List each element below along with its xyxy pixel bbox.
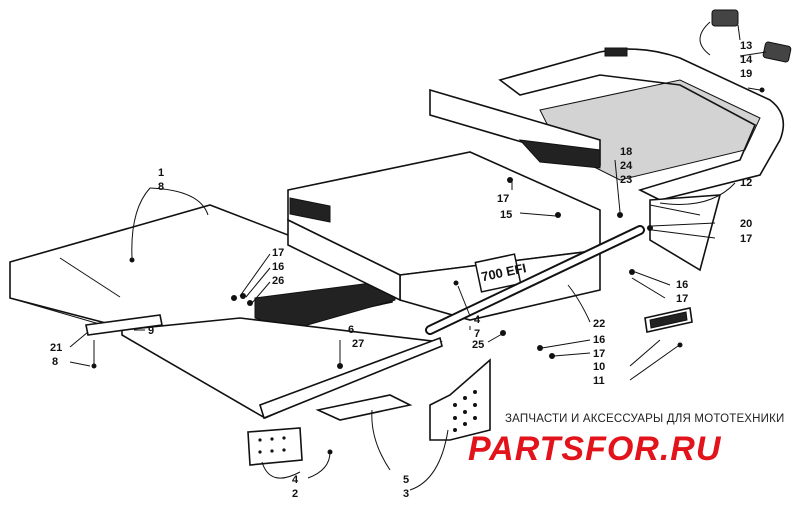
leader-lines (69, 21, 767, 491)
watermark-logo: PARTSFOR.RU (468, 430, 722, 468)
callout-12: 12 (740, 177, 752, 189)
callout-17-upper: 17 (497, 193, 509, 205)
callout-16: 16 (272, 261, 284, 273)
callout-17-right: 17 (740, 233, 752, 245)
callout-21: 21 (50, 342, 62, 354)
callout-11: 11 (593, 375, 605, 387)
hardware-fasteners (129, 87, 765, 455)
callout-5: 5 (403, 474, 409, 486)
callout-8: 8 (158, 181, 164, 193)
callout-7: 7 (474, 328, 480, 340)
bracket-21 (85, 314, 163, 369)
callout-16-right: 16 (676, 279, 688, 291)
callout-1: 1 (158, 167, 164, 179)
plate-2 (247, 427, 303, 466)
callout-4-plate: 4 (292, 474, 299, 486)
callout-14: 14 (740, 54, 753, 66)
watermark-tagline: ЗАПЧАСТИ И АКСЕССУАРЫ ДЛЯ МОТОТЕХНИКИ (505, 413, 785, 425)
callout-17-lower: 17 (593, 348, 605, 360)
callout-16-lower: 16 (593, 334, 605, 346)
callout-17: 17 (272, 247, 284, 259)
flap-5 (315, 394, 413, 421)
callout-6: 6 (348, 324, 354, 336)
callout-18: 18 (620, 146, 632, 158)
callout-19: 19 (740, 68, 752, 80)
decals-13-14 (711, 9, 792, 63)
callout-13: 13 (740, 40, 752, 52)
callout-26: 26 (272, 275, 284, 287)
mount-plate-3 (429, 358, 491, 441)
decal-700-efi: 700 EFI (474, 253, 528, 293)
lower-floor-panel (121, 317, 444, 420)
callout-20: 20 (740, 218, 752, 230)
callout-3: 3 (403, 488, 409, 500)
reflector-10 (644, 307, 693, 333)
rear-bumper (429, 47, 785, 272)
callout-9: 9 (148, 325, 154, 337)
rail-22 (425, 225, 645, 335)
callout-22: 22 (593, 318, 605, 330)
callout-23: 23 (620, 174, 632, 186)
callout-25: 25 (472, 339, 484, 351)
callout-27: 27 (352, 338, 364, 350)
callout-24: 24 (620, 160, 633, 172)
callout-8-bolt: 8 (52, 356, 58, 368)
part-number-callouts: 1 8 17 16 26 6 27 9 21 8 4 2 5 3 4 7 25 … (50, 40, 753, 500)
callout-15: 15 (500, 209, 512, 221)
callout-2: 2 (292, 488, 298, 500)
callout-17-right-lower: 17 (676, 293, 688, 305)
callout-10: 10 (593, 361, 605, 373)
callout-4-tunnel: 4 (474, 314, 481, 326)
center-tunnel: 700 EFI (287, 151, 601, 321)
